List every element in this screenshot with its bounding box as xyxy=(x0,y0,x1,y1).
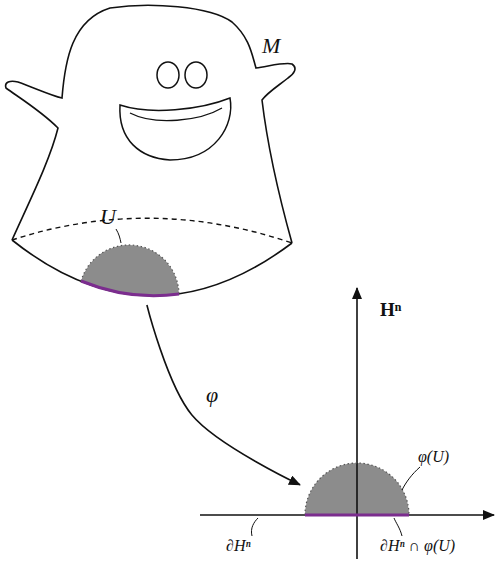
region-label: M xyxy=(262,34,280,58)
leader-line xyxy=(116,229,121,243)
open-set-region: U xyxy=(78,205,184,305)
map-arrow xyxy=(147,305,300,485)
boundary-part xyxy=(81,281,179,296)
boundary-name: ∂Hⁿ xyxy=(226,537,251,555)
region-border xyxy=(305,463,409,515)
ghost-eye xyxy=(185,62,207,88)
ghost-eye xyxy=(157,62,179,88)
region-label: φ(U) xyxy=(418,448,449,466)
intersection-name: ∂Hⁿ ∩ φ(U) xyxy=(380,537,455,555)
open-set-region-shape xyxy=(78,205,184,305)
vertical-axis xyxy=(356,288,358,559)
ghost-mouth xyxy=(130,108,222,121)
manifold-outline: MU xyxy=(0,0,300,305)
ghost-mouth xyxy=(120,98,231,160)
map-name: φ xyxy=(206,383,218,407)
boundary-back xyxy=(12,218,292,243)
region-fill xyxy=(81,245,179,296)
horizontal-axis xyxy=(200,514,494,516)
boundary-front xyxy=(12,240,292,296)
vertical-axis xyxy=(356,463,358,515)
ghost-outline xyxy=(6,5,295,243)
boundary-part xyxy=(305,514,409,517)
leader-line xyxy=(251,518,258,536)
leader-line xyxy=(402,467,420,490)
region-fill xyxy=(305,463,409,515)
region-label: U xyxy=(100,205,116,229)
leader-line xyxy=(394,518,402,536)
image-region: φ(U) xyxy=(300,440,475,520)
space-name: Hⁿ xyxy=(380,300,401,321)
